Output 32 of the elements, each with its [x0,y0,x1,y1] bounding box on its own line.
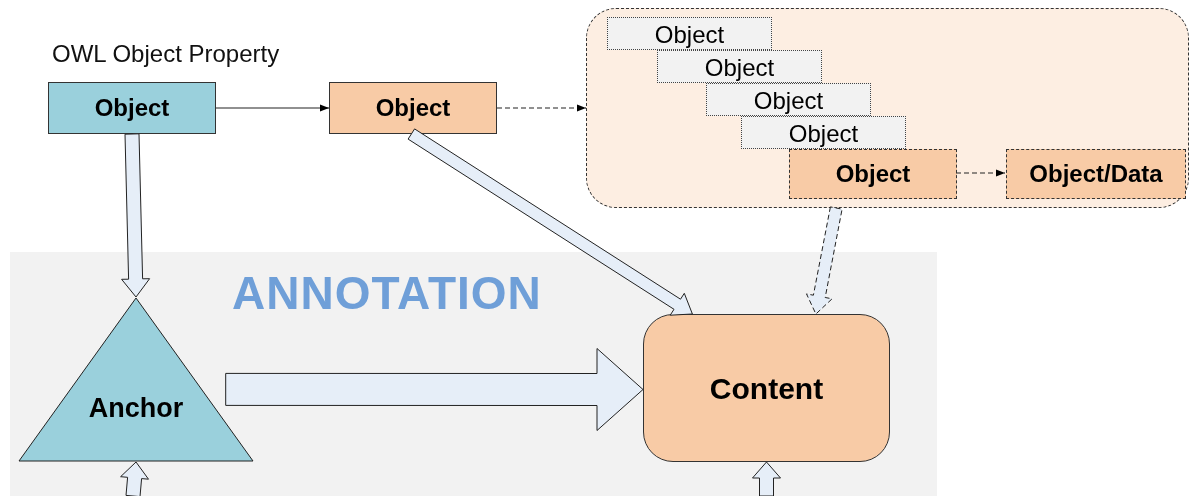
node-text: Object [94,94,170,122]
node-text: Object [704,55,775,82]
stacked-box [657,50,822,83]
stacked-box [741,116,906,149]
block-arrow [120,461,149,496]
node-text: Object/Data [1029,160,1163,188]
group-container [586,8,1189,208]
stacked-box [706,83,871,116]
node-text: Object [835,160,911,188]
block-arrow [752,461,781,496]
node-text: Object [753,88,824,115]
node-text: Object [788,121,859,148]
block-arrow [121,133,151,298]
block-arrow [806,206,843,315]
heading: ANNOTATION [232,266,542,320]
node-text: Content [709,371,824,405]
node-text: Object [654,22,725,49]
block-arrow [407,128,693,316]
stacked-box [607,17,772,50]
block-arrow [225,348,644,431]
arrow [215,104,330,112]
arrow [955,169,1006,177]
process-box [789,149,957,199]
node-text: Object [375,94,451,122]
process-box [1006,149,1186,199]
process-box [329,82,497,134]
label: OWL Object Property [52,40,280,68]
annotation-panel [10,252,937,496]
node-text: Anchor [87,393,185,424]
process-box [48,82,216,134]
rounded-box [643,314,890,462]
arrow [496,104,587,112]
